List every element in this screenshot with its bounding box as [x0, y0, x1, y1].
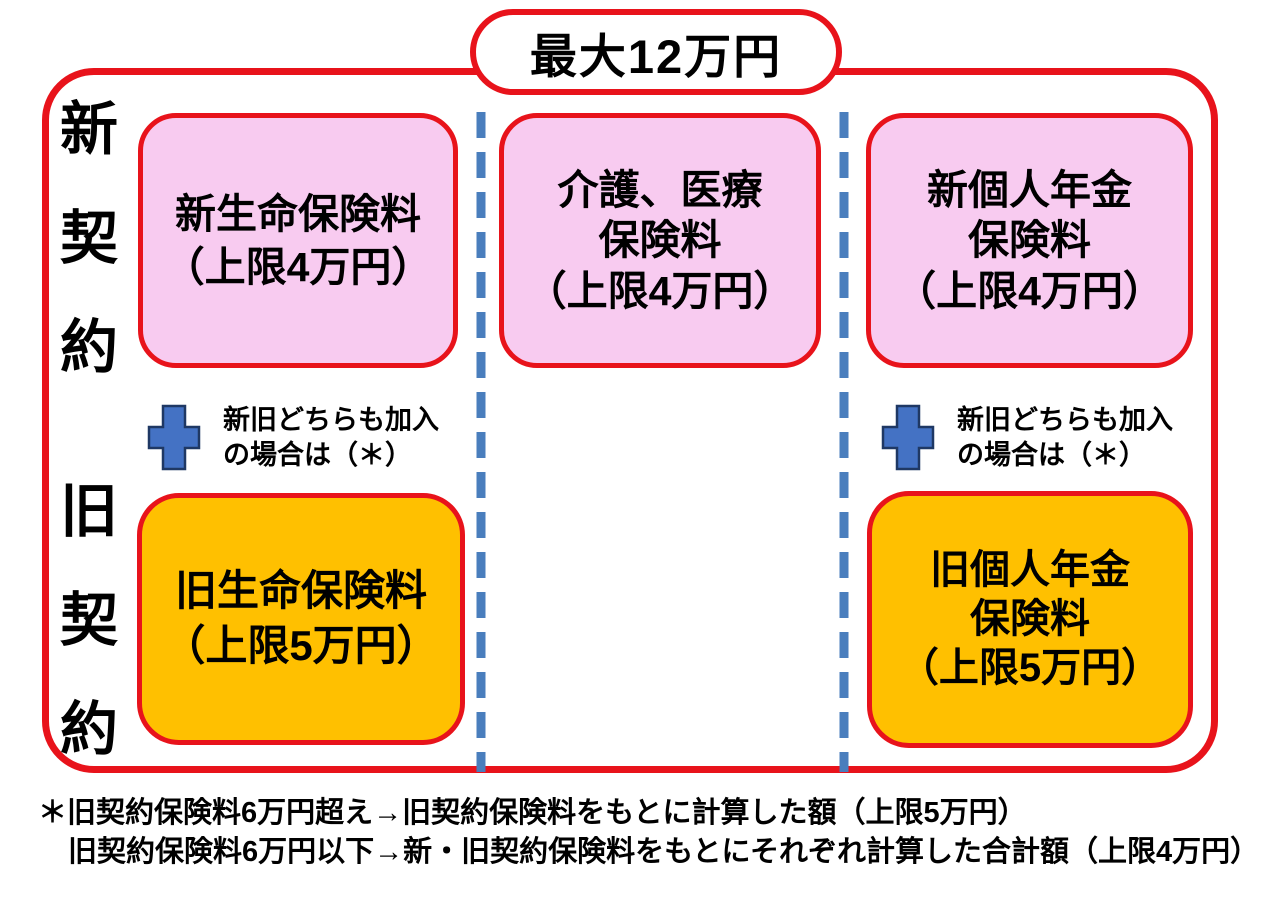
old-life-insurance-box: 旧生命保険料 （上限5万円）: [137, 493, 465, 745]
both-contracts-note-left: 新旧どちらも加入 の場合は（＊）: [223, 405, 439, 470]
row-label-new-contract: 新契約: [51, 98, 116, 426]
care-medical-insurance-label: 介護、医療 保険料 （上限4万円）: [525, 167, 795, 314]
footnote-over-60k: ＊旧契約保険料6万円超え→旧契約保険料をもとに計算した額（上限5万円）: [38, 797, 1027, 829]
plus-icon: [147, 404, 201, 471]
old-personal-pension-box: 旧個人年金 保険料 （上限5万円）: [867, 491, 1193, 748]
new-personal-pension-label: 新個人年金 保険料 （上限4万円）: [895, 167, 1164, 314]
new-life-insurance-label: 新生命保険料 （上限4万円）: [163, 191, 433, 290]
footnotes: ＊旧契約保険料6万円超え→旧契約保険料をもとに計算した額（上限5万円） 旧契約保…: [38, 794, 1260, 873]
plus-icon: [881, 404, 935, 471]
max-total-label: 最大12万円: [529, 29, 783, 83]
old-life-insurance-label: 旧生命保険料 （上限5万円）: [163, 567, 439, 669]
new-personal-pension-box: 新個人年金 保険料 （上限4万円）: [866, 113, 1193, 368]
column-divider-dashed-line-left: [476, 112, 486, 772]
old-personal-pension-label: 旧個人年金 保険料 （上限5万円）: [898, 548, 1162, 690]
column-divider-dashed-line-right: [839, 112, 849, 772]
row-label-old-contract: 旧契約: [51, 480, 116, 808]
max-total-badge: 最大12万円: [470, 9, 842, 95]
care-medical-insurance-box: 介護、医療 保険料 （上限4万円）: [499, 113, 821, 368]
new-life-insurance-box: 新生命保険料 （上限4万円）: [138, 113, 458, 368]
footnote-under-60k: 旧契約保険料6万円以下→新・旧契約保険料をもとにそれぞれ計算した合計額（上限4万…: [68, 836, 1260, 869]
both-contracts-note-right: 新旧どちらも加入 の場合は（＊）: [957, 405, 1173, 470]
